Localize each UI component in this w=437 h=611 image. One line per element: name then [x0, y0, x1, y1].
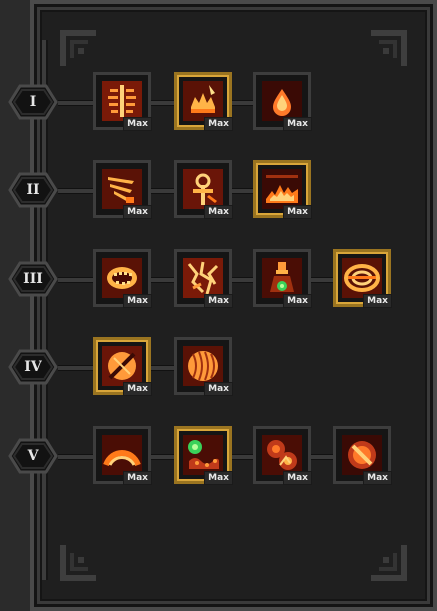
skill-max-badge: Max — [363, 471, 392, 485]
skill-connector — [151, 188, 174, 194]
skill-connector — [232, 277, 253, 283]
tier-connector — [58, 277, 93, 283]
tier-badge-frame-icon — [8, 349, 58, 385]
skill-max-badge: Max — [123, 117, 152, 131]
skill-node[interactable]: Max — [174, 160, 233, 219]
tier-label: I — [29, 94, 37, 110]
tier-row: I Max Max Max — [0, 72, 437, 132]
corner-ornament-top-right — [367, 26, 411, 70]
skill-node[interactable]: Max — [174, 72, 233, 131]
skill-max-badge: Max — [283, 117, 312, 131]
tier-label: III — [23, 271, 43, 287]
claw-slash-icon — [102, 169, 142, 209]
tier-row: III Max Max Max Max — [0, 249, 437, 309]
corner-ornament-top-left — [56, 26, 100, 70]
skill-max-badge: Max — [123, 382, 152, 396]
tier-connector — [58, 100, 93, 106]
maw-icon — [102, 258, 142, 298]
skill-max-badge: Max — [123, 294, 152, 308]
corner-ornament-bottom-left — [56, 541, 100, 585]
tier-badge-frame-icon — [8, 84, 58, 120]
skill-max-badge: Max — [204, 294, 233, 308]
forbidden-orb-icon — [342, 435, 382, 475]
flaming-crown-icon — [183, 81, 223, 121]
skill-node[interactable]: Max — [333, 426, 392, 485]
skill-connector — [151, 365, 174, 371]
skill-node[interactable]: Max — [253, 160, 312, 219]
skill-max-badge: Max — [204, 117, 233, 131]
skill-node[interactable]: Max — [93, 337, 152, 396]
tier-badge: IV — [8, 349, 58, 385]
tier-badge: I — [8, 84, 58, 120]
tier-connector — [58, 454, 93, 460]
skill-connector — [151, 454, 174, 460]
skill-connector — [311, 454, 333, 460]
skill-connector — [232, 454, 253, 460]
flame-field-icon — [262, 169, 302, 209]
tier-badge-frame-icon — [8, 438, 58, 474]
tier-row: V Max Max Max Max — [0, 426, 437, 486]
tier-row: II Max Max Max — [0, 160, 437, 220]
skill-max-badge: Max — [204, 205, 233, 219]
skill-node[interactable]: Max — [253, 249, 312, 308]
tier-badge: V — [8, 438, 58, 474]
skill-node[interactable]: Max — [333, 249, 392, 308]
skill-node[interactable]: Max — [253, 72, 312, 131]
tier-badge-frame-icon — [8, 172, 58, 208]
tier-label: V — [27, 448, 39, 464]
arc-wave-icon — [102, 435, 142, 475]
skill-max-badge: Max — [204, 471, 233, 485]
ribcage-icon — [102, 81, 142, 121]
ring-portal-icon — [342, 258, 382, 298]
sinew-icon — [183, 346, 223, 386]
venom-orb-icon — [183, 435, 223, 475]
blood-drop-icon — [262, 81, 302, 121]
tier-badge: III — [8, 261, 58, 297]
skill-max-badge: Max — [363, 294, 392, 308]
skill-max-badge: Max — [283, 471, 312, 485]
tier-badge-frame-icon — [8, 261, 58, 297]
skill-max-badge: Max — [123, 205, 152, 219]
skill-node[interactable]: Max — [253, 426, 312, 485]
tier-connector — [58, 365, 93, 371]
skill-connector — [151, 277, 174, 283]
crossed-blade-icon — [102, 346, 142, 386]
tier-row: IV Max Max — [0, 337, 437, 397]
tier-badge: II — [8, 172, 58, 208]
corner-ornament-bottom-right — [367, 541, 411, 585]
skill-node[interactable]: Max — [93, 426, 152, 485]
cracked-flesh-icon — [183, 258, 223, 298]
skill-connector — [151, 100, 174, 106]
twin-orb-icon — [262, 435, 302, 475]
skill-node[interactable]: Max — [174, 337, 233, 396]
skill-max-badge: Max — [204, 382, 233, 396]
ankh-icon — [183, 169, 223, 209]
tier-label: II — [26, 182, 40, 198]
skill-max-badge: Max — [123, 471, 152, 485]
skill-connector — [311, 277, 333, 283]
tier-spine — [40, 40, 48, 580]
skill-max-badge: Max — [283, 205, 312, 219]
skill-max-badge: Max — [283, 294, 312, 308]
skill-node[interactable]: Max — [93, 249, 152, 308]
skill-connector — [232, 100, 253, 106]
tier-connector — [58, 188, 93, 194]
skill-connector — [232, 188, 253, 194]
skill-node[interactable]: Max — [174, 249, 233, 308]
tier-label: IV — [24, 359, 42, 375]
skill-node[interactable]: Max — [93, 72, 152, 131]
skill-node[interactable]: Max — [93, 160, 152, 219]
flask-icon — [262, 258, 302, 298]
skill-node[interactable]: Max — [174, 426, 233, 485]
